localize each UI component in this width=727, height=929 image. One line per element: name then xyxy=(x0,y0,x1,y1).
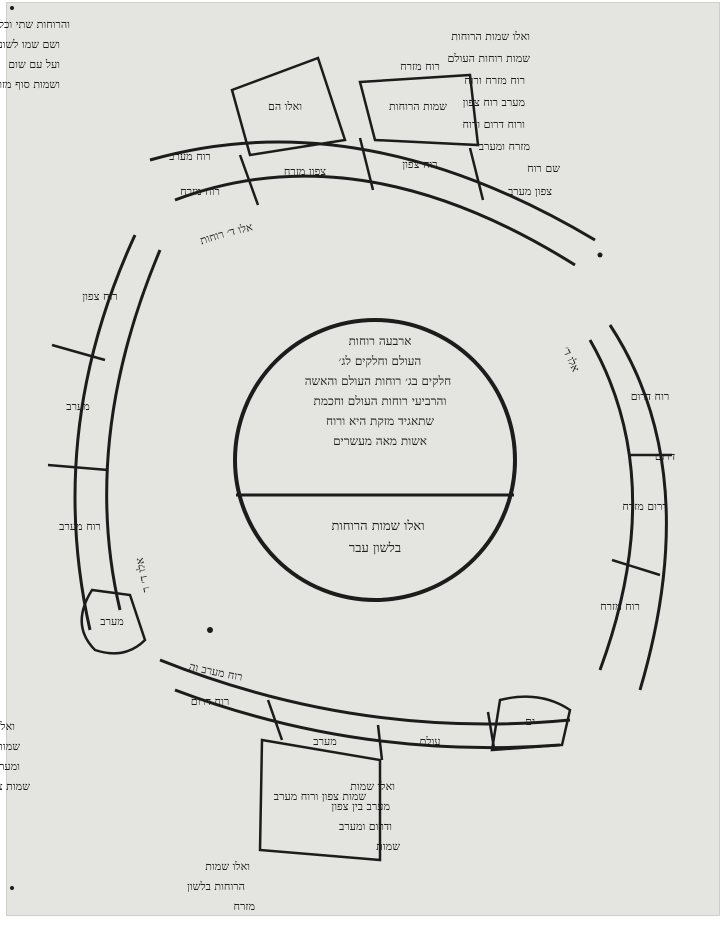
cell-label: מערב xyxy=(100,615,123,628)
margin-notes-top-left: והרוחות שתי וכלל ושם שמו לשונות ועל עם ש… xyxy=(0,18,70,91)
center-line: והרביעי רוחות העולם וחכמת xyxy=(314,394,447,408)
margin-line: ואלו שמות xyxy=(350,780,395,793)
ring-dividers xyxy=(47,137,672,761)
tab-labels: ואלו הם שמות הרוחות רוח מזרח שמות צפון ו… xyxy=(268,60,447,803)
center-circle xyxy=(233,318,517,602)
margin-line: ואלו שמות הרוחות xyxy=(451,30,530,43)
margin-line: ומערב בין xyxy=(0,760,20,773)
top-cells: רוח מזרח צפון מזרח רוח צפון צפון מערב רו… xyxy=(169,150,552,198)
margin-line: מזרח ומערב xyxy=(479,140,530,153)
cell-label: רוח מזרח xyxy=(180,185,220,198)
center-lower-text: ואלו שמות הרוחות בלשון עבר xyxy=(331,519,424,556)
margin-line: שמות צפון xyxy=(0,780,30,793)
margin-line: שמות xyxy=(376,840,400,853)
cell-label: צפון מערב xyxy=(508,185,552,198)
center-line: אשות מאה מעשרים xyxy=(333,434,427,448)
cell-label: עולם xyxy=(419,735,440,748)
margin-line: ושם שמו לשונות xyxy=(0,38,60,51)
cell-label: דרום מזרח xyxy=(622,500,667,513)
tab-label: שמות הרוחות xyxy=(389,100,447,113)
margin-line: ואלו שמות xyxy=(205,860,250,873)
margin-line: שמות רוחות העולם xyxy=(448,52,531,65)
bottom-band-text: רוח מערב והם שמות xyxy=(0,0,244,684)
margin-line: ועל עם שום xyxy=(8,58,60,71)
cell-label: רוח דרום xyxy=(191,695,230,708)
cell-label: צפון מזרח xyxy=(284,165,326,178)
cell-label: רוח דרום xyxy=(631,390,670,403)
cell-label: רוח מזרח xyxy=(600,600,640,613)
margin-line: שם רוח xyxy=(527,162,560,175)
margin-notes-bottom-right: ואלו שמות מערב בין צפון ודרום ומערב שמות xyxy=(331,780,400,853)
center-line: חלקים בג׳ רוחות העולם והאשה xyxy=(305,374,451,388)
center-line: העולם וחלקים לג׳ xyxy=(339,354,422,368)
cell-label: רוח צפון xyxy=(82,290,117,303)
center-line: ואלו שמות הרוחות xyxy=(331,519,424,534)
margin-line: ורוח דרום ורוח xyxy=(463,118,525,131)
cell-label: רוח מערב xyxy=(59,520,101,533)
cell-label: דרום xyxy=(655,450,675,463)
center-line: ארבעה רוחות xyxy=(349,334,412,348)
margin-line: ואלו שמות הרוחות xyxy=(0,720,15,733)
margin-line: ושמות סוף מזרח xyxy=(0,78,60,91)
cell-label: מערב xyxy=(313,735,336,748)
margin-line: מערב רוח צפון xyxy=(463,96,525,109)
tab-label: רוח מזרח xyxy=(400,60,440,73)
left-cells: רוח צפון מערב רוח מערב מערב xyxy=(59,290,124,628)
center-line: שתאגיד מזקת היא ורוח xyxy=(326,414,434,428)
cell-label: רוח צפון xyxy=(402,158,437,171)
margin-line: שמות בין מערב xyxy=(0,740,20,753)
margin-line: הרוחות בלשון xyxy=(187,880,245,893)
cell-label: ים xyxy=(525,715,535,728)
margin-line: והרוחות שתי וכלל xyxy=(0,18,70,31)
tab-label: שמות צפון ורוח מערב xyxy=(274,790,367,803)
right-cells: רוח דרום דרום מזרח רוח מזרח דרום xyxy=(600,390,675,613)
margin-line: מערב בין צפון xyxy=(331,800,390,813)
center-line: בלשון עבר xyxy=(349,541,401,556)
margin-line: ודרום ומערב xyxy=(339,820,392,833)
margin-notes-bottom-center: ואלו שמות הרוחות בלשון מזרח xyxy=(187,860,255,913)
margin-notes-top-right: ואלו שמות הרוחות שמות רוחות העולם רוח מז… xyxy=(448,30,561,175)
margin-line: רוח מזרח ורוח xyxy=(464,74,525,87)
bottom-cells: רוח דרום מערב עולם ים xyxy=(191,695,535,748)
cell-label: רוח מערב xyxy=(169,150,211,163)
ink-marks xyxy=(10,6,603,890)
outer-ring xyxy=(73,140,668,750)
cell-label: מערב xyxy=(66,400,89,413)
tab-boxes xyxy=(80,56,572,862)
margin-line: מזרח xyxy=(233,900,255,913)
center-upper-text: ארבעה רוחות העולם וחלקים לג׳ חלקים בג׳ ר… xyxy=(305,334,451,448)
margin-notes-left-bottom: ואלו שמות הרוחות שמות בין מערב ומערב בין… xyxy=(0,720,30,793)
tab-label: ואלו הם xyxy=(268,100,302,113)
